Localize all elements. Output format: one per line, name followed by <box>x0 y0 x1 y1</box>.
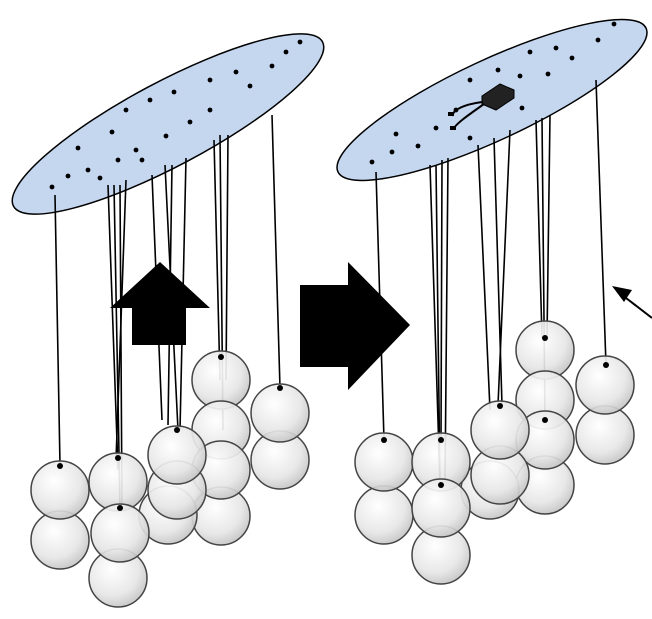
globe <box>30 460 90 520</box>
pointer-arrow <box>612 286 652 319</box>
right-globe-caps <box>381 335 609 488</box>
right-cords <box>375 79 607 486</box>
left-fixture <box>11 33 325 608</box>
left-canopy-pegs <box>49 39 303 190</box>
globe <box>470 400 530 460</box>
left-globe-caps <box>57 354 283 511</box>
globe <box>147 425 207 485</box>
globe <box>575 355 635 415</box>
driver-box-icon <box>448 83 515 130</box>
globe <box>411 478 471 538</box>
globe <box>90 503 150 563</box>
globe <box>250 383 310 443</box>
right-globes <box>354 320 635 585</box>
left-globes <box>30 350 310 608</box>
lift-up-arrow <box>110 262 210 345</box>
right-fixture <box>336 18 652 585</box>
transition-right-arrow <box>300 262 410 390</box>
globe <box>354 485 414 545</box>
globe <box>88 452 148 512</box>
